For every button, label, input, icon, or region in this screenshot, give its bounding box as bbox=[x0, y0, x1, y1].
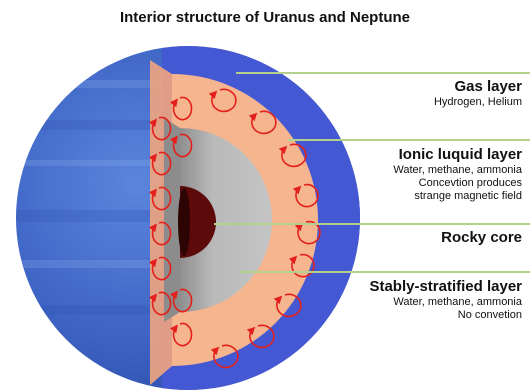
ionic-layer-title: Ionic luquid layer bbox=[393, 146, 522, 164]
stratified-layer-title: Stably-stratified layer bbox=[369, 278, 522, 296]
rocky-core-label: Rocky core bbox=[441, 229, 522, 247]
stratified-layer-label: Stably-stratified layer Water, methane, … bbox=[369, 278, 522, 322]
stratified-layer-detail-2: No convetion bbox=[369, 309, 522, 322]
gas-layer-label: Gas layer Hydrogen, Helium bbox=[434, 78, 522, 109]
ionic-layer-detail-3: strange magnetic field bbox=[393, 190, 522, 203]
rocky-core-title: Rocky core bbox=[441, 229, 522, 247]
ionic-layer-detail-1: Water, methane, ammonia bbox=[393, 164, 522, 177]
gas-layer-title: Gas layer bbox=[434, 78, 522, 96]
ionic-layer-detail-2: Concevtion produces bbox=[393, 177, 522, 190]
ionic-layer-label: Ionic luquid layer Water, methane, ammon… bbox=[393, 146, 522, 203]
stratified-layer-detail-1: Water, methane, ammonia bbox=[369, 296, 522, 309]
gas-layer-detail: Hydrogen, Helium bbox=[434, 96, 522, 109]
